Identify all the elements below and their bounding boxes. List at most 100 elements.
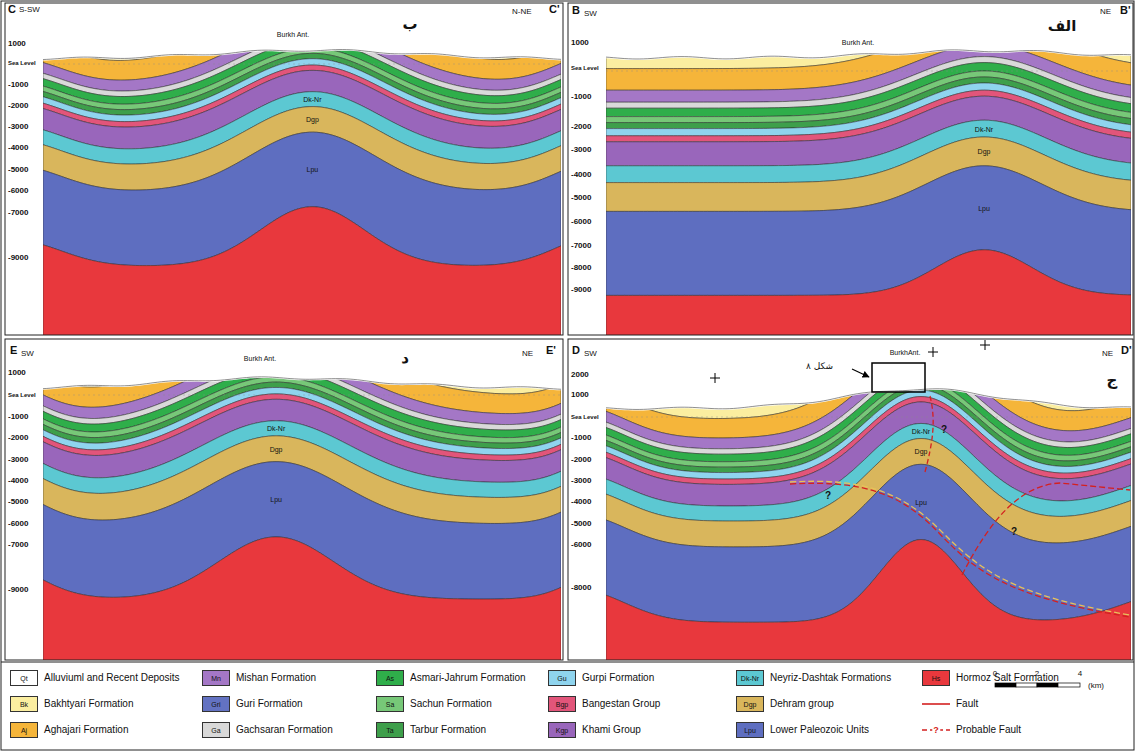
scale-unit: (km) — [1088, 682, 1104, 690]
elevation-label: -2000 — [8, 434, 28, 442]
detail-box — [872, 363, 925, 392]
section-end-label: N-NE — [512, 8, 532, 16]
elevation-label: 2000 — [571, 371, 589, 379]
scale-bar — [1058, 683, 1080, 687]
section-end-label: NE — [1102, 350, 1113, 358]
elevation-label: 1000 — [571, 391, 589, 399]
elevation-label: 1000 — [8, 369, 26, 377]
cross-mark — [980, 340, 990, 350]
probable-fault-line — [790, 483, 1130, 617]
elevation-label: -9000 — [571, 286, 591, 294]
panel-frame — [568, 339, 1133, 660]
section-end-label: E — [10, 345, 17, 356]
elevation-label: -8000 — [571, 264, 591, 272]
rock-layer — [43, 537, 561, 665]
elevation-label: -5000 — [8, 166, 28, 174]
anticline-name: Burkh Ant. — [277, 31, 309, 38]
layer-label: Dgp — [915, 448, 928, 455]
cross-mark — [710, 373, 720, 383]
elevation-label: -8000 — [571, 584, 591, 592]
legend-code: Gu — [557, 675, 566, 682]
layer-label: Lpu — [307, 166, 319, 173]
legend-text: Gurpi Formation — [582, 673, 654, 683]
elevation-label: Sea Level — [8, 392, 36, 398]
legend-text: Dehram group — [770, 699, 834, 709]
layer-label: Dgp — [270, 445, 283, 452]
elevation-label: -3000 — [8, 123, 28, 131]
anticline-name: Burkh Ant. — [244, 355, 276, 362]
legend-code: Gri — [211, 701, 220, 708]
layer-label: Dk-Nr — [975, 125, 993, 132]
probable-fault-line — [962, 483, 1130, 575]
elevation-label: -4000 — [571, 498, 591, 506]
layer-label: Dk-Nr — [267, 425, 285, 432]
layer-label: Lpu — [270, 496, 282, 503]
topography-line — [606, 50, 1131, 59]
section-end-label: S-SW — [19, 6, 40, 14]
legend-text: Guri Formation — [236, 699, 303, 709]
elevation-label: -1000 — [8, 413, 28, 421]
cross-section — [5, 319, 563, 665]
cross-section — [5, 0, 563, 340]
anticline-name: BurkhAnt. — [890, 349, 921, 356]
section-end-label: D' — [1121, 345, 1132, 356]
layer-label: Dgp — [978, 148, 991, 155]
legend-text: Fault — [956, 699, 978, 709]
sea-level-line — [606, 71, 1131, 72]
legend-code: Hs — [932, 675, 941, 682]
sea-level-line — [43, 395, 561, 396]
topography-line — [43, 377, 561, 389]
section-end-label: C — [8, 4, 16, 15]
figure-callout: شکل ۸ — [806, 362, 833, 371]
fault-query: ? — [932, 726, 940, 735]
elevation-label: -5000 — [8, 498, 28, 506]
section-end-label: D — [572, 345, 580, 356]
elevation-label: -4000 — [8, 477, 28, 485]
elevation-label: -7000 — [571, 242, 591, 250]
elevation-label: -5000 — [571, 194, 591, 202]
elevation-label: -5000 — [571, 520, 591, 528]
legend-text: Neyriz-Dashtak Formations — [770, 673, 891, 683]
scale-label: 2 — [1035, 670, 1039, 678]
elevation-label: -6000 — [571, 218, 591, 226]
cross-section — [568, 321, 1133, 665]
layer-label: Lpu — [978, 204, 990, 211]
layer-label: Lpu — [915, 498, 927, 505]
elevation-label: -1000 — [8, 81, 28, 89]
legend-text: Aghajari Formation — [44, 725, 128, 735]
elevation-label: Sea Level — [571, 414, 599, 420]
legend-code: Mn — [211, 675, 221, 682]
legend-code: Dgp — [744, 701, 757, 708]
alluvium-strip — [43, 50, 561, 60]
rock-layer — [606, 540, 1131, 665]
section-end-label: NE — [522, 350, 533, 358]
topography-line — [606, 389, 1131, 410]
section-end-label: SW — [21, 350, 34, 358]
elevation-label: -7000 — [8, 209, 28, 217]
elevation-label: -6000 — [8, 187, 28, 195]
legend-code: As — [386, 675, 394, 682]
sea-level-line — [606, 417, 1131, 418]
legend-code: Ga — [211, 727, 220, 734]
anticline-name: Burkh Ant. — [842, 39, 874, 46]
legend-code: Kgp — [556, 727, 568, 734]
legend-code: Bk — [20, 701, 28, 708]
cross-mark — [928, 347, 938, 357]
layer-label: Dgp — [306, 116, 319, 123]
legend-text: Hormoz Salt Formation — [956, 673, 1059, 683]
layer-label: Dk-Nr — [303, 96, 321, 103]
legend-code: Bgp — [556, 701, 568, 708]
legend-text: Probable Fault — [956, 725, 1021, 735]
legend-code: Lpu — [744, 727, 756, 734]
probable-fault-line — [790, 481, 1130, 615]
elevation-label: -9000 — [8, 586, 28, 594]
rock-layer — [606, 250, 1131, 340]
legend-text: Mishan Formation — [236, 673, 316, 683]
scale-bar — [1037, 683, 1058, 687]
fault-query: ? — [941, 425, 947, 435]
callout-arrow — [852, 369, 869, 377]
legend-text: Lower Paleozoic Units — [770, 725, 869, 735]
